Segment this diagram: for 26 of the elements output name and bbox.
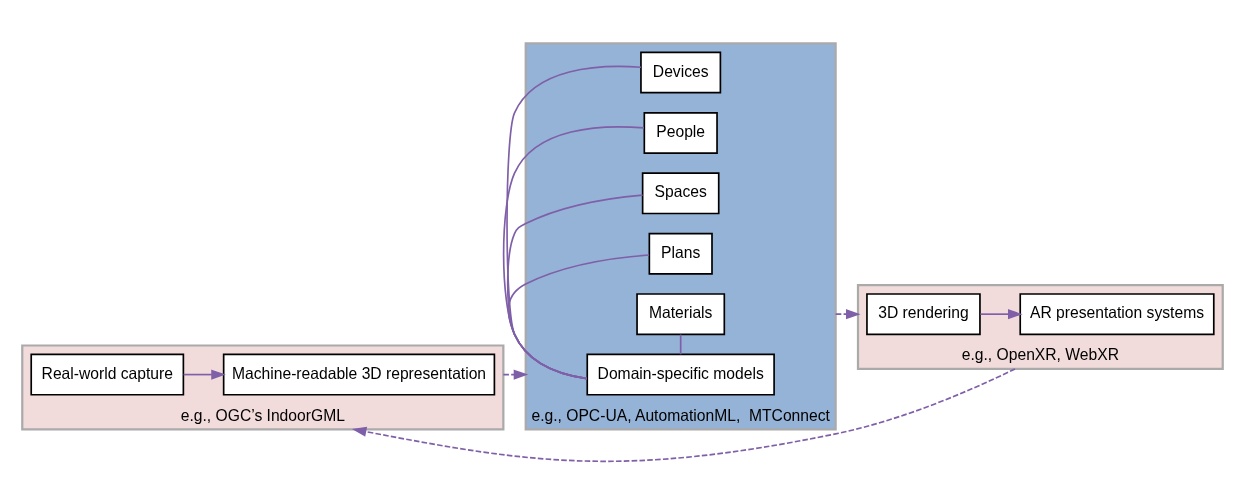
connector — [507, 254, 650, 380]
arrow — [834, 309, 861, 320]
connector — [506, 65, 642, 380]
connector — [502, 126, 645, 380]
node-box: Real-world capture — [30, 353, 185, 396]
node-box: Machine-readable 3D representation — [222, 353, 496, 396]
cluster — [856, 283, 1224, 371]
node-label: e.g., OGC’s IndoorGML — [180, 406, 345, 424]
node-box: Materials — [636, 293, 726, 336]
node-box: AR presentation systems — [1019, 293, 1215, 336]
node-label: e.g., OpenXR, WebXR — [961, 346, 1119, 364]
connector — [679, 333, 682, 356]
cluster — [21, 344, 505, 431]
node-box: Plans — [648, 232, 713, 275]
node-box: Devices — [640, 51, 722, 94]
node-box: Spaces — [641, 172, 720, 215]
cluster — [524, 42, 837, 431]
arrow — [351, 368, 1016, 463]
arrow — [979, 309, 1023, 320]
node-box: People — [643, 111, 718, 154]
node-box: Domain-specific models — [586, 353, 775, 396]
node-label: e.g., OPC-UA, AutomationML, MTConnect — [531, 406, 830, 424]
arrow — [502, 369, 529, 380]
connector — [506, 194, 644, 380]
node-box: 3D rendering — [866, 293, 981, 336]
arrow — [182, 369, 226, 380]
